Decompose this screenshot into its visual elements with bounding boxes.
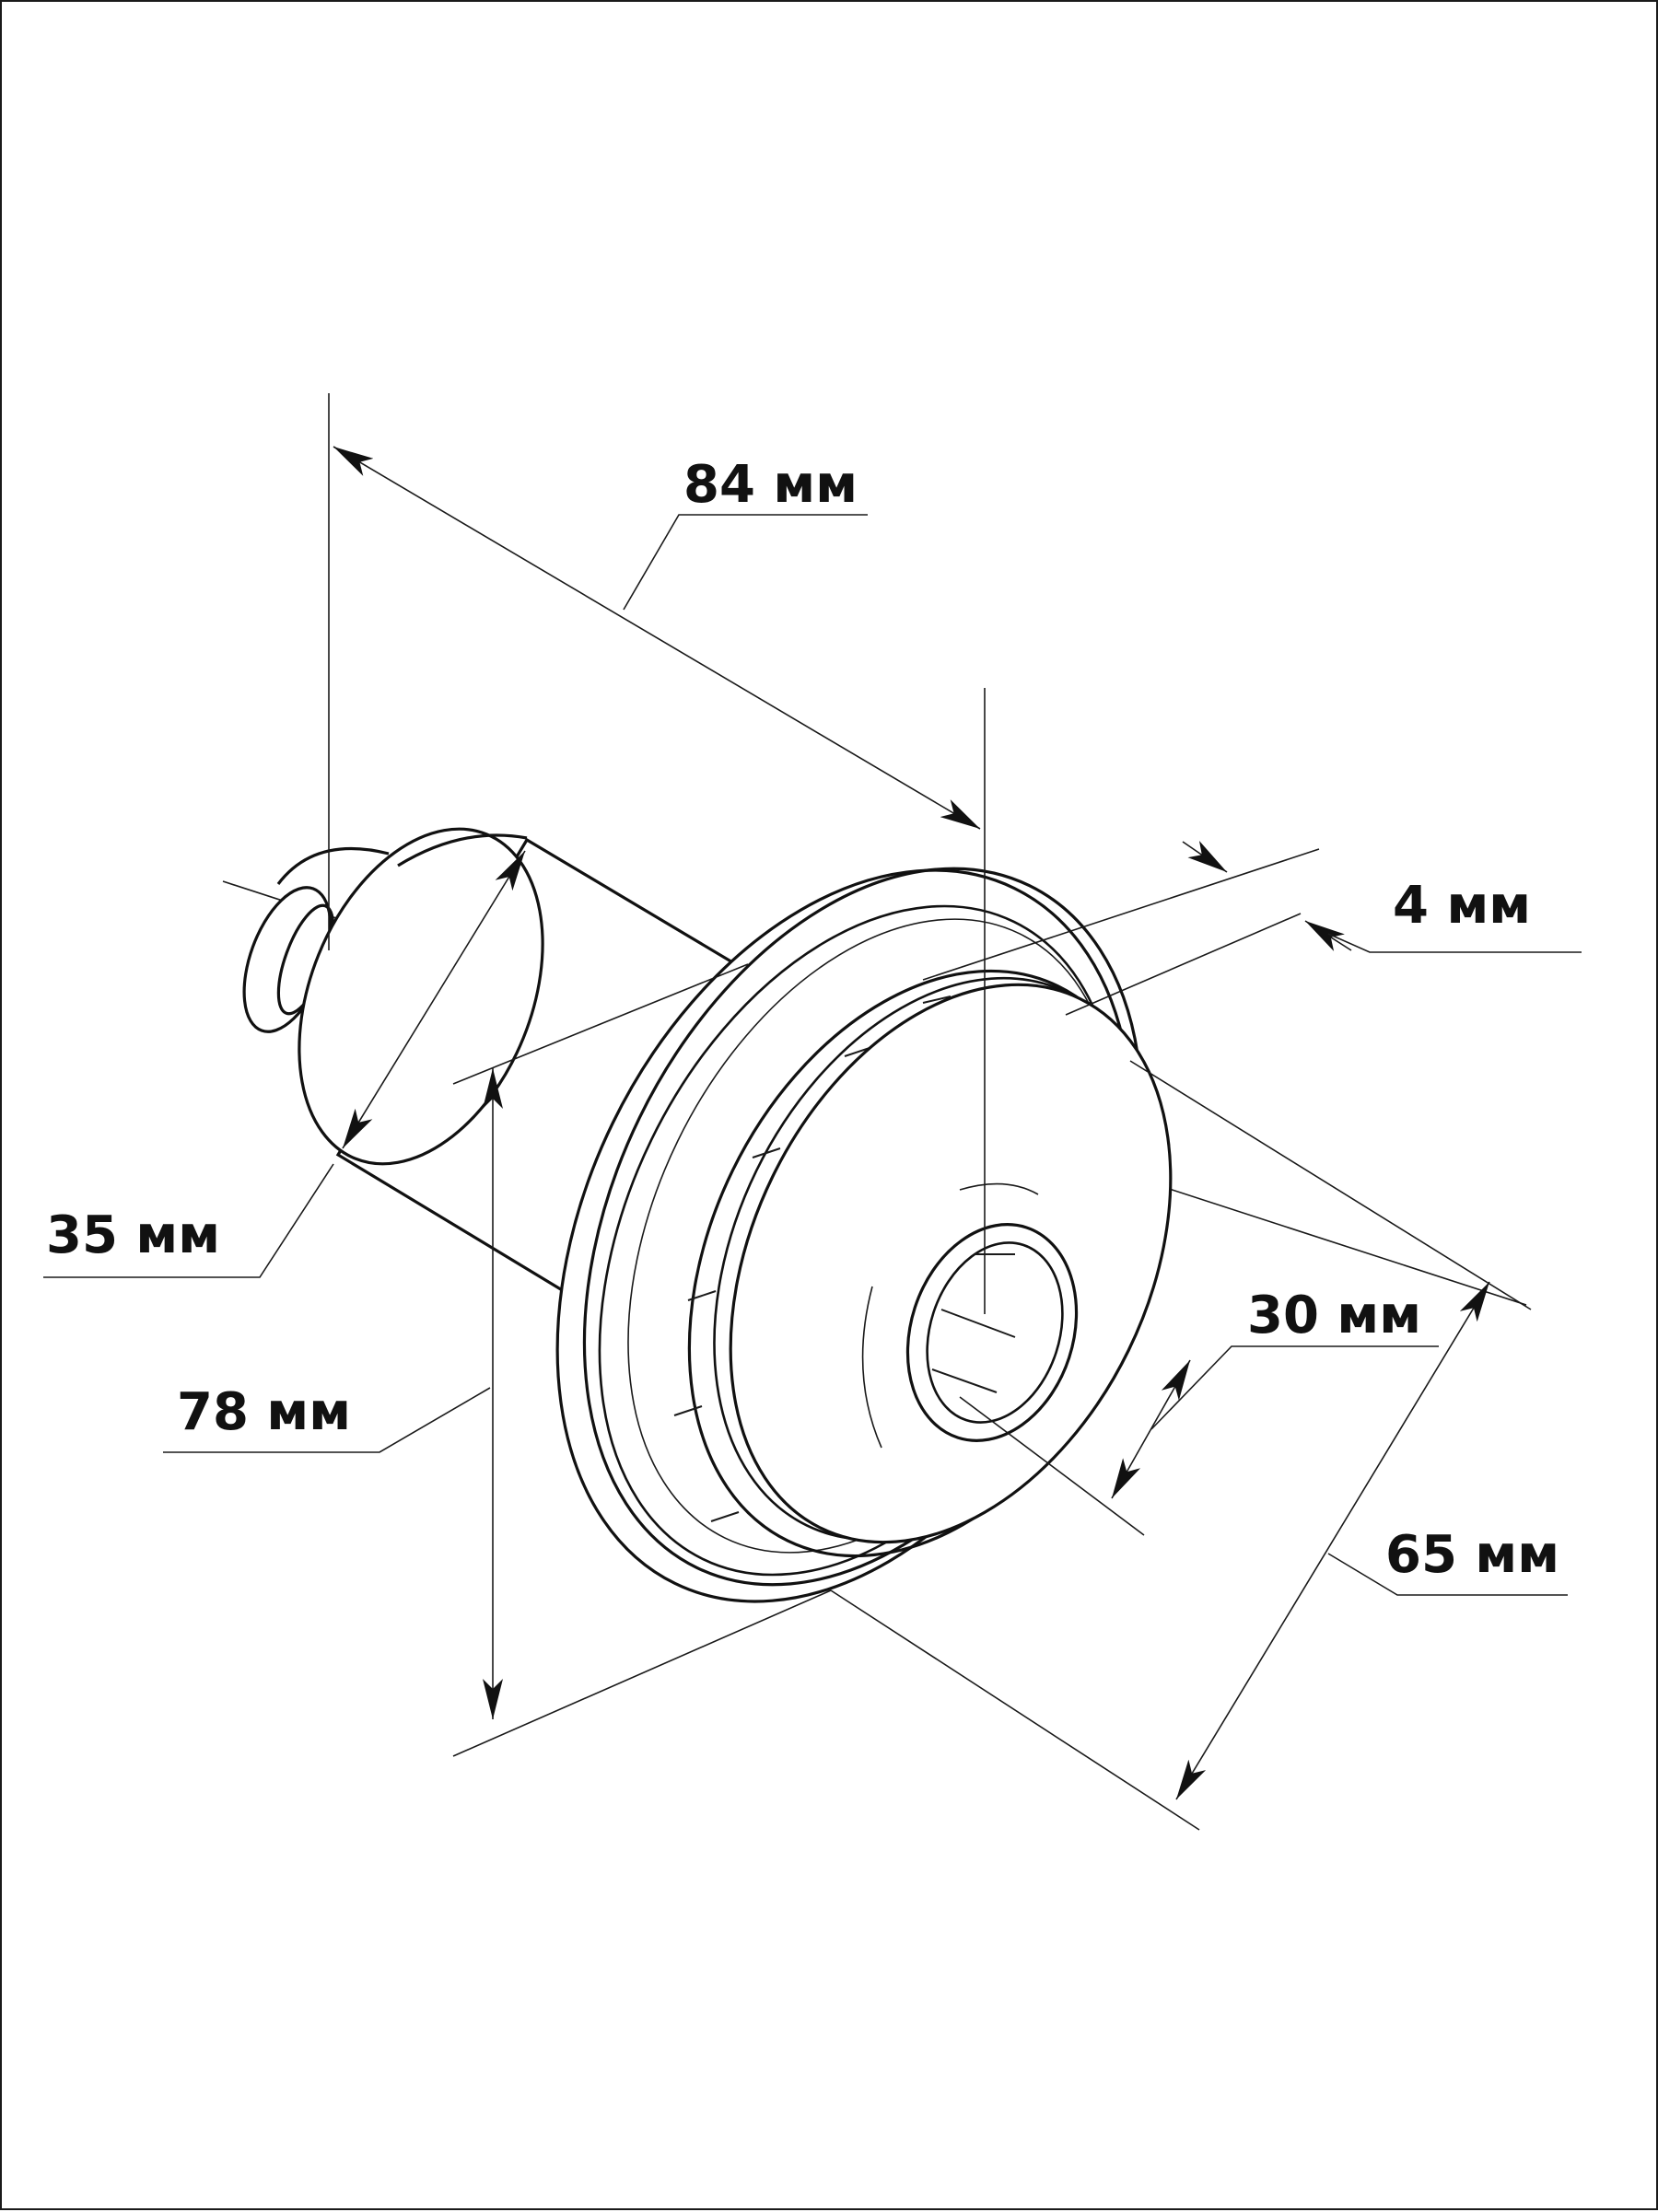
- leader-30: [1150, 1345, 1439, 1430]
- dim-label-4: 4 мм: [1393, 876, 1531, 936]
- dim-arrow-4-right: [1304, 920, 1352, 951]
- leader-4: [1327, 933, 1582, 953]
- dim-line-35: [342, 850, 526, 1149]
- dim-label-78: 78 мм: [177, 1382, 351, 1442]
- dim-arrow-4-left: [1182, 841, 1228, 873]
- leader-65: [1327, 1553, 1568, 1596]
- dim-label-65: 65 мм: [1385, 1525, 1559, 1585]
- extension-lines: [328, 393, 1532, 1831]
- leader-78: [163, 1387, 491, 1453]
- bore: [905, 1223, 1079, 1442]
- dim-line-84: [333, 446, 981, 830]
- leader-35: [43, 1163, 334, 1278]
- dim-label-35: 35 мм: [46, 1205, 220, 1265]
- dim-label-84: 84 мм: [683, 455, 858, 515]
- dimension-lines: [43, 446, 1582, 1800]
- dim-label-30: 30 мм: [1247, 1286, 1421, 1345]
- leader-84: [623, 514, 868, 611]
- dim-line-65: [1175, 1281, 1490, 1800]
- dim-line-30: [1111, 1359, 1191, 1499]
